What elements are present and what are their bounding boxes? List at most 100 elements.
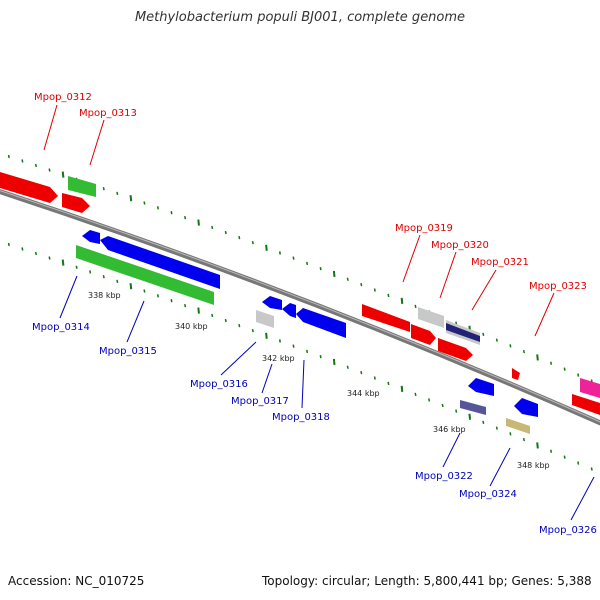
tick-mark (75, 265, 78, 269)
tick-mark (441, 403, 444, 408)
tick-mark (428, 398, 431, 402)
tick-mark (197, 307, 200, 314)
tick-mark (184, 215, 187, 220)
gene-mpop-0317[interactable] (262, 296, 282, 310)
label-mpop-0313[interactable]: Mpop_0313 (79, 108, 137, 119)
tick-mark (211, 225, 214, 230)
leader-mpop-0323 (534, 292, 555, 337)
label-mpop-0322[interactable]: Mpop_0322 (415, 471, 473, 482)
tick-mark (34, 163, 38, 168)
leader-mpop-0315 (126, 300, 145, 343)
tick-mark (306, 261, 309, 266)
tick-mark (522, 437, 526, 442)
scale-label-344: 344 kbp (347, 389, 380, 398)
gene-mpop-0321[interactable] (446, 320, 480, 345)
label-mpop-0314[interactable]: Mpop_0314 (32, 322, 90, 333)
gene-mpop-0312[interactable] (0, 172, 58, 203)
tick-mark (522, 349, 526, 354)
tick-mark (143, 201, 146, 205)
tick-mark (550, 361, 553, 365)
gene-mpop-0314[interactable] (76, 245, 214, 305)
label-mpop-0316[interactable]: Mpop_0316 (190, 379, 248, 390)
tick-mark (102, 187, 105, 191)
leader-mpop-0320 (439, 251, 457, 299)
label-mpop-0326[interactable]: Mpop_0326 (539, 525, 597, 536)
gene-mpop-0320[interactable] (411, 324, 436, 345)
tick-mark (306, 349, 309, 354)
tick-mark (319, 354, 322, 359)
label-mpop-0319[interactable]: Mpop_0319 (395, 223, 453, 234)
tick-mark (536, 442, 539, 449)
tick-mark (170, 211, 173, 215)
tick-mark (61, 171, 65, 178)
gene-mpop-0322b[interactable] (460, 400, 486, 415)
gene-mpop-0322[interactable] (468, 378, 494, 396)
tick-mark (468, 413, 472, 420)
tick-mark (373, 376, 376, 380)
tick-mark (184, 303, 187, 308)
tick-mark (224, 318, 227, 323)
tick-mark (116, 279, 119, 284)
tick-mark (332, 270, 336, 278)
tick-mark (495, 338, 498, 342)
tick-mark (563, 455, 566, 459)
label-mpop-0320[interactable]: Mpop_0320 (431, 240, 489, 251)
tick-mark (509, 344, 512, 348)
gene-mpop-0326-red[interactable] (572, 394, 600, 415)
leader-mpop-0321 (471, 269, 497, 311)
gene-mpop-0317b[interactable] (282, 303, 296, 318)
tick-mark (292, 256, 295, 260)
tick-mark (89, 270, 92, 274)
gene-mpop-0320-grey[interactable] (418, 307, 444, 328)
label-mpop-0321[interactable]: Mpop_0321 (471, 257, 529, 268)
inner-tick-row (7, 242, 593, 471)
tick-mark (224, 230, 227, 235)
leader-mpop-0319 (402, 234, 421, 283)
gene-mpop-0324[interactable] (514, 398, 538, 417)
tick-mark (34, 251, 38, 256)
tick-mark (509, 432, 512, 436)
label-mpop-0317[interactable]: Mpop_0317 (231, 396, 289, 407)
gene-mpop-0314-small[interactable] (82, 230, 100, 244)
tick-mark (197, 219, 200, 226)
tick-mark (292, 344, 295, 348)
tick-mark (332, 358, 336, 366)
tick-mark (590, 467, 593, 471)
gene-mpop-0316[interactable] (256, 310, 274, 328)
genome-backbone (0, 189, 600, 426)
accession-label: Accession: NC_010725 (8, 574, 145, 588)
tick-mark (170, 299, 173, 303)
label-mpop-0323[interactable]: Mpop_0323 (529, 281, 587, 292)
tick-mark (129, 195, 133, 202)
gene-mpop-0313[interactable] (62, 193, 90, 213)
tick-mark (482, 420, 485, 425)
gene-mpop-0313-green[interactable] (68, 176, 96, 197)
tick-mark (577, 461, 580, 465)
gene-mpop-0318[interactable] (296, 308, 346, 338)
tick-mark (278, 339, 282, 343)
gene-mpop-0326-pink[interactable] (580, 378, 600, 398)
tick-mark (156, 206, 160, 210)
tick-mark (7, 154, 10, 159)
gene-mpop-0315[interactable] (100, 236, 220, 289)
gene-mpop-0323[interactable] (512, 368, 520, 380)
label-mpop-0318[interactable]: Mpop_0318 (272, 412, 330, 423)
label-mpop-0315[interactable]: Mpop_0315 (99, 346, 157, 357)
leader-mpop-0312 (43, 104, 58, 151)
tick-mark (360, 370, 363, 375)
scale-label-342: 342 kbp (262, 354, 295, 363)
leader-mpop-0314 (59, 275, 78, 319)
tick-mark (102, 275, 105, 279)
label-mpop-0324[interactable]: Mpop_0324 (459, 489, 517, 500)
gene-mpop-0324b[interactable] (506, 418, 530, 434)
tick-mark (373, 288, 376, 292)
gene-mpop-0319[interactable] (362, 304, 410, 332)
label-mpop-0312[interactable]: Mpop_0312 (34, 92, 92, 103)
tick-mark (48, 168, 51, 172)
tick-mark (455, 409, 458, 413)
scale-label-348: 348 kbp (517, 461, 550, 470)
gene-mpop-0321b[interactable] (438, 338, 473, 361)
tick-mark (387, 293, 390, 298)
scale-label-340: 340 kbp (175, 322, 208, 331)
